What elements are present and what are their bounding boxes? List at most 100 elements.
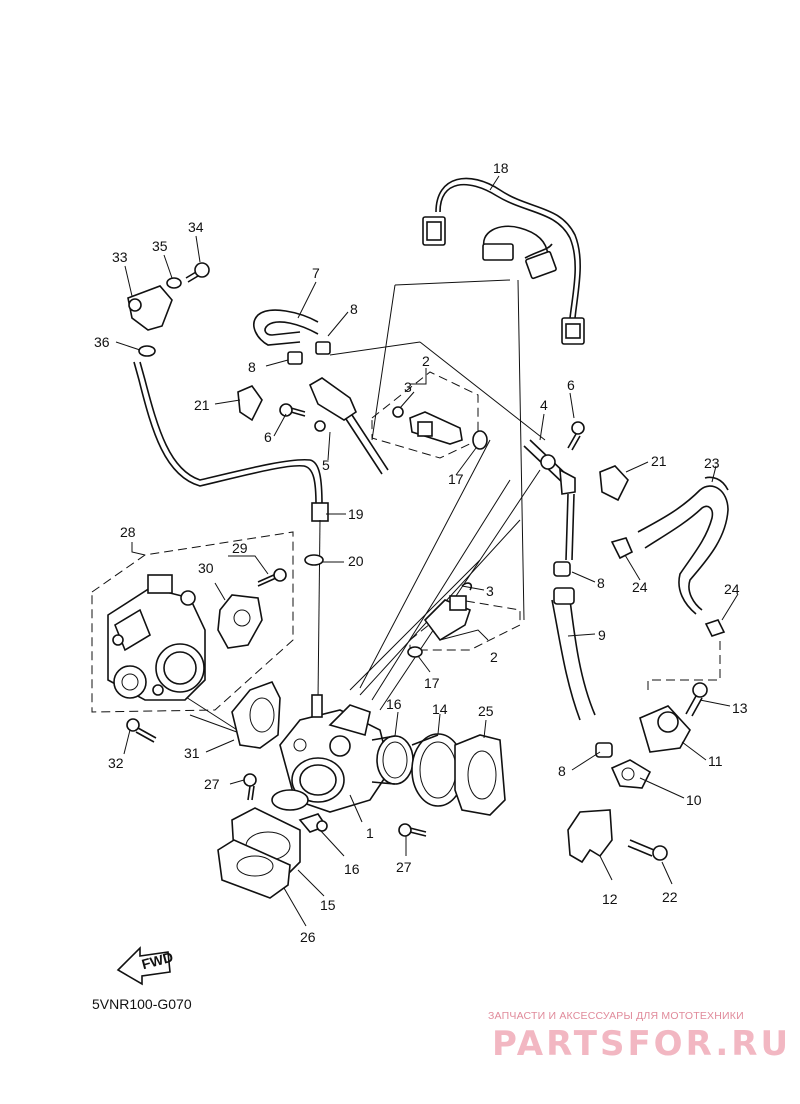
bolt-32 <box>126 718 157 743</box>
callout-numbers: 18 34 35 33 36 7 8 8 2 3 21 6 5 17 4 6 2… <box>94 160 748 945</box>
callout-35: 35 <box>152 238 168 254</box>
callout-14: 14 <box>432 701 448 717</box>
callout-29: 29 <box>232 540 248 556</box>
gasket-31 <box>231 681 281 749</box>
screw-6-left <box>279 403 306 417</box>
callout-9: 9 <box>598 627 606 643</box>
clip-20 <box>304 554 324 566</box>
callout-2-upper: 2 <box>422 353 430 369</box>
callout-8-top: 8 <box>350 301 358 317</box>
screw-13 <box>685 682 708 717</box>
callout-6-left: 6 <box>264 429 272 445</box>
hose-23 <box>637 476 729 615</box>
callout-34: 34 <box>188 219 204 235</box>
callout-25: 25 <box>478 703 494 719</box>
callout-36: 36 <box>94 334 110 350</box>
joint-25 <box>454 734 506 816</box>
bolt-34 <box>185 262 210 283</box>
throttle-sensor-30 <box>217 594 263 649</box>
reference-lines <box>174 279 721 736</box>
hose-7 <box>253 309 319 346</box>
callout-18: 18 <box>493 160 509 176</box>
ring-14-lower <box>271 789 309 811</box>
fwd-label: FWD <box>140 949 175 973</box>
watermark-tagline: ЗАПЧАСТИ И АКСЕССУАРЫ ДЛЯ МОТОТЕХНИКИ <box>488 1010 744 1022</box>
throttle-body-28 <box>107 574 206 701</box>
callout-30: 30 <box>198 560 214 576</box>
callout-33: 33 <box>112 249 128 265</box>
clamp-24-upper <box>610 537 634 560</box>
hose-9 <box>551 587 596 721</box>
bolt-27-right <box>398 823 427 837</box>
callout-leaders <box>115 175 739 927</box>
callout-6-right: 6 <box>567 377 575 393</box>
callout-13: 13 <box>732 700 748 716</box>
callout-15: 15 <box>320 897 336 913</box>
clamp-8-right <box>553 561 571 577</box>
diagram-code: 5VNR100-G070 <box>92 996 192 1012</box>
callout-3-upper: 3 <box>404 379 412 395</box>
throttle-body-1 <box>279 694 391 813</box>
callout-26: 26 <box>300 929 316 945</box>
callout-21-left: 21 <box>194 397 210 413</box>
callout-11: 11 <box>708 753 723 769</box>
callout-8-left: 8 <box>248 359 256 375</box>
callout-4: 4 <box>540 397 548 413</box>
callout-8-right: 8 <box>597 575 605 591</box>
fuel-rail-4 <box>523 439 576 561</box>
callout-1: 1 <box>366 825 374 841</box>
callout-16-top: 16 <box>386 696 402 712</box>
callout-2-lower: 2 <box>490 649 498 665</box>
callout-24-right: 24 <box>724 581 740 597</box>
seal-17-lower <box>407 646 423 658</box>
callout-27-right: 27 <box>396 859 412 875</box>
callout-3-lower: 3 <box>486 583 494 599</box>
screw-6-right <box>567 421 585 451</box>
callout-32: 32 <box>108 755 124 771</box>
bracket-21-right <box>599 465 629 502</box>
clamp-16-lower <box>298 813 328 833</box>
fwd-arrow-icon: FWD <box>116 946 175 986</box>
vacuum-pipe-19 <box>133 361 329 522</box>
clamp-8-lower <box>595 742 613 758</box>
gasket-26 <box>217 839 291 899</box>
callout-23: 23 <box>704 455 720 471</box>
callout-12: 12 <box>602 891 618 907</box>
callout-7: 7 <box>312 265 320 281</box>
bolt-22 <box>627 839 668 861</box>
clip-3-lower <box>461 582 473 591</box>
wire-harness <box>422 177 585 345</box>
bolt-27-left <box>243 773 257 801</box>
callout-17-lower: 17 <box>424 675 440 691</box>
callout-21-right: 21 <box>651 453 667 469</box>
callout-31: 31 <box>184 745 200 761</box>
clamp-8-upper <box>287 341 331 365</box>
bracket-21-left <box>237 385 263 422</box>
clamp-24-lower <box>704 619 726 637</box>
callout-28: 28 <box>120 524 136 540</box>
bracket-12 <box>567 809 613 864</box>
callout-27-left: 27 <box>204 776 220 792</box>
callout-24-left: 24 <box>632 579 648 595</box>
clip-36 <box>138 345 156 357</box>
callout-8-bottom: 8 <box>558 763 566 779</box>
injector-upper <box>392 406 463 445</box>
washer-35 <box>166 277 182 289</box>
injector-lower <box>423 595 471 642</box>
callout-16-bottom: 16 <box>344 861 360 877</box>
callout-22: 22 <box>662 889 678 905</box>
callout-10: 10 <box>686 792 702 808</box>
callout-5: 5 <box>322 457 330 473</box>
joint-10 <box>610 759 652 789</box>
callout-20: 20 <box>348 553 364 569</box>
seal-17-upper <box>472 430 488 450</box>
callout-19: 19 <box>348 506 364 522</box>
watermark-logo: PARTSFOR.RU <box>492 1024 792 1064</box>
sensor-33 <box>127 285 173 331</box>
fuel-joint-5 <box>308 377 389 475</box>
regulator-11 <box>639 705 691 753</box>
screw-29 <box>257 568 287 587</box>
callout-17-upper: 17 <box>448 471 464 487</box>
